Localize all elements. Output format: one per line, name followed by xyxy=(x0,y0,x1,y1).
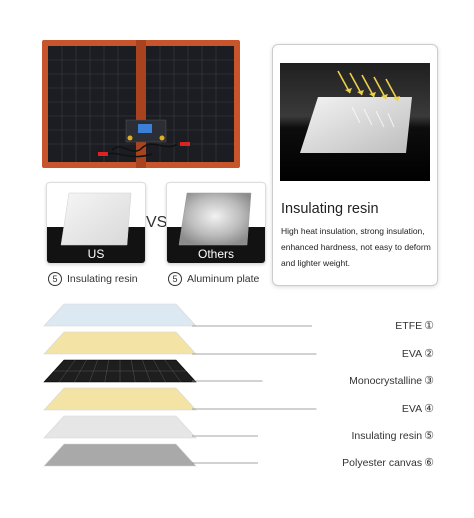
layer-number-badge: ⑥ xyxy=(424,457,434,469)
number-five-badge: 5 xyxy=(48,272,62,286)
layer-sheet xyxy=(43,443,197,467)
layer-number-badge: ① xyxy=(424,320,434,332)
number-five-badge: 5 xyxy=(168,272,182,286)
comparison-card-us: US xyxy=(46,182,146,264)
layer-name: Monocrystalline xyxy=(349,374,423,387)
right-caption-text: Aluminum plate xyxy=(187,273,260,285)
comparison-card-others: Others xyxy=(166,182,266,264)
aluminum-plate-image xyxy=(178,192,252,246)
left-caption-text: Insulating resin xyxy=(67,273,138,285)
layer-name: EVA xyxy=(401,347,423,360)
insulating-resin-sheet-image xyxy=(60,192,132,246)
vs-text: VS xyxy=(146,214,168,231)
layer-name: ETFE xyxy=(395,319,423,332)
layer-sheet xyxy=(43,415,197,439)
layer-name: EVA xyxy=(401,402,423,415)
layer-name: Polyester canvas xyxy=(342,456,423,469)
info-title: Insulating resin xyxy=(281,201,379,217)
layer-number-badge: ③ xyxy=(424,375,434,387)
left-caption: 5 Insulating resin xyxy=(48,272,138,286)
us-label: US xyxy=(87,247,105,261)
solar-panel-photo xyxy=(42,40,240,168)
insulating-resin-info-box: Insulating resin High heat insulation, s… xyxy=(272,44,438,286)
right-caption: 5 Aluminum plate xyxy=(168,272,259,286)
layer-number-badge: ② xyxy=(424,348,434,360)
layer-stack-graphic xyxy=(43,303,317,467)
layer-sheet xyxy=(43,387,197,411)
layer-sheet xyxy=(43,331,197,355)
others-label: Others xyxy=(197,247,234,261)
info-description: High heat insulation, strong insulation,… xyxy=(281,226,431,268)
layer-name: Insulating resin xyxy=(351,429,423,442)
layer-number-badge: ⑤ xyxy=(424,430,434,442)
heat-insulation-illustration xyxy=(280,63,430,181)
layer-sheet xyxy=(43,303,197,327)
layer-number-badge: ④ xyxy=(424,403,434,415)
